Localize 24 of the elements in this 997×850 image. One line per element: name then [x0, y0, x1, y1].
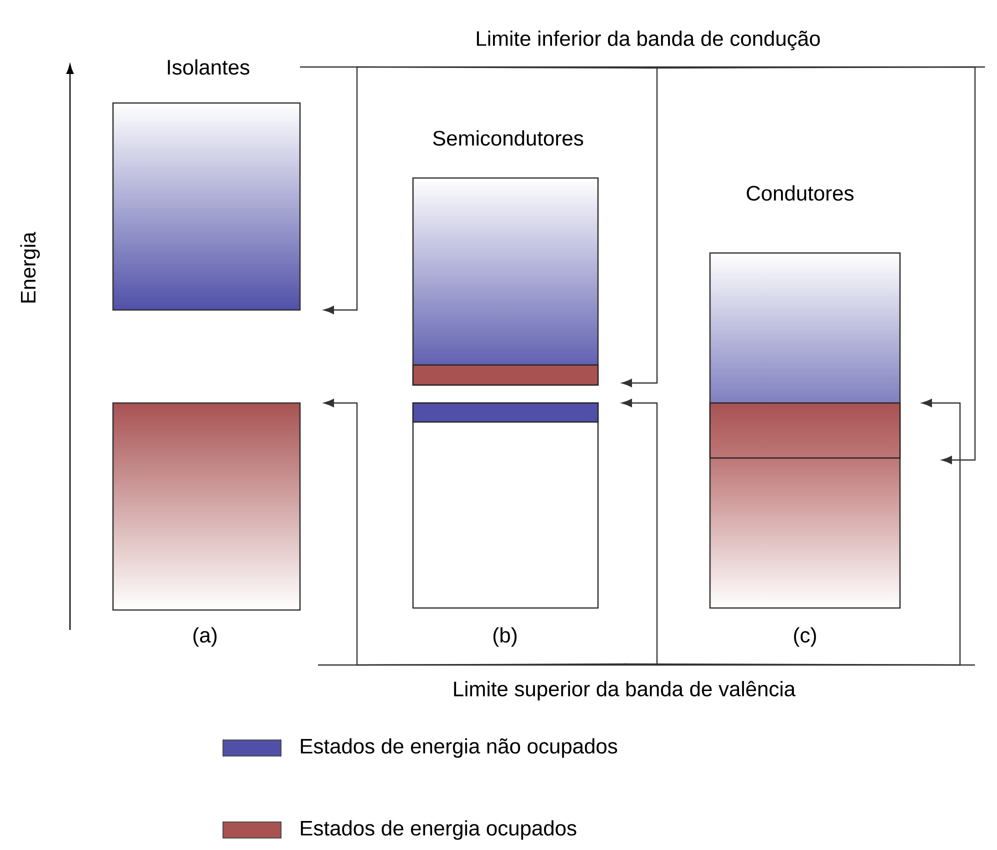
arrow	[324, 398, 624, 666]
arrow	[324, 66, 648, 314]
axis-label: Energia	[20, 232, 40, 302]
energy-level-strip	[412, 364, 599, 386]
leader-line	[300, 66, 985, 68]
arrow	[648, 66, 976, 464]
energy-band-box	[112, 402, 301, 611]
column-heading: Semicondutores	[433, 130, 584, 146]
arrow	[624, 398, 961, 666]
column-heading: Isolantes	[168, 59, 250, 75]
panel-label: (b)	[493, 627, 517, 647]
legend-text: Estados de energia ocupados	[300, 820, 576, 840]
column-heading: Condutores	[746, 185, 854, 201]
arrow	[622, 398, 658, 666]
legend-text: Estados de energia não ocupados	[300, 738, 618, 758]
energy-level-strip	[412, 402, 599, 423]
energy-level-strip	[709, 402, 901, 459]
leader-line	[318, 664, 975, 666]
panel-label: (c)	[794, 627, 816, 647]
arrow	[622, 66, 658, 388]
energy-band-box	[709, 252, 901, 609]
axis-title: Limite inferior da banda de condução	[476, 30, 820, 50]
axis-title: Limite superior da banda de valência	[454, 680, 796, 701]
energy-band-box	[112, 102, 301, 311]
